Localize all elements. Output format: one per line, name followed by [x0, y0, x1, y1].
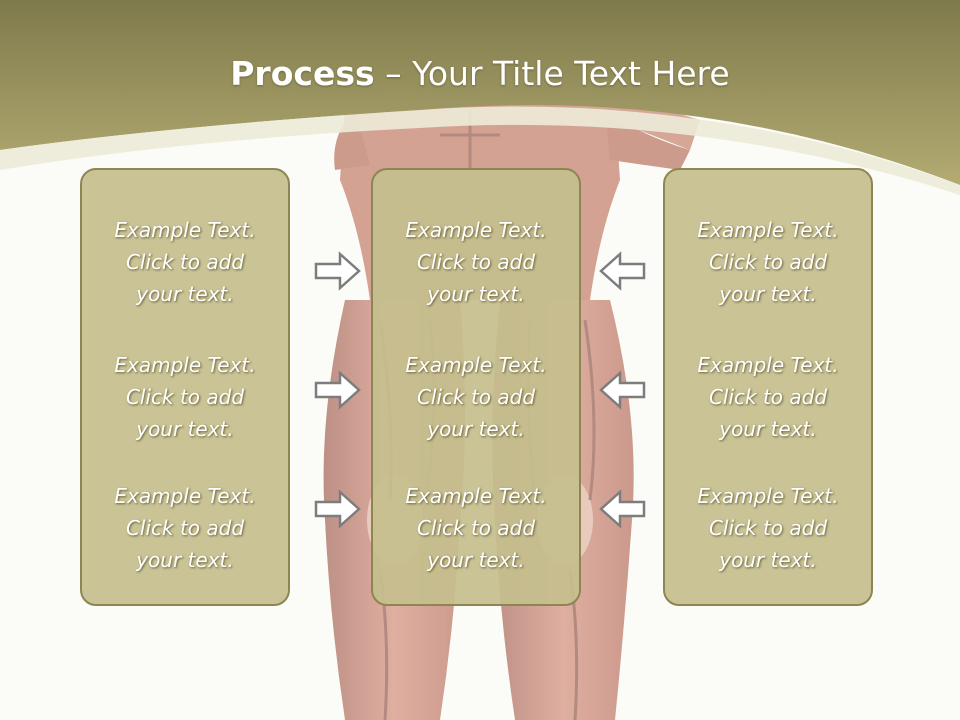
- text-line: Click to add: [708, 516, 828, 540]
- center-text-panel[interactable]: Example Text. Click to add your text. Ex…: [371, 168, 581, 606]
- text-line: Example Text.: [697, 353, 839, 377]
- text-line: your text.: [427, 548, 525, 572]
- text-block[interactable]: Example Text. Click to add your text.: [665, 214, 871, 310]
- text-line: Click to add: [416, 385, 536, 409]
- text-line: Click to add: [416, 250, 536, 274]
- text-line: your text.: [719, 417, 817, 441]
- text-block[interactable]: Example Text. Click to add your text.: [373, 349, 579, 445]
- text-line: Example Text.: [405, 353, 547, 377]
- text-line: Example Text.: [697, 484, 839, 508]
- text-block[interactable]: Example Text. Click to add your text.: [665, 480, 871, 576]
- text-line: Example Text.: [405, 484, 547, 508]
- text-line: Example Text.: [114, 484, 256, 508]
- slide-title: Process – Your Title Text Here: [0, 54, 960, 93]
- text-line: Example Text.: [114, 353, 256, 377]
- text-line: Example Text.: [114, 218, 256, 242]
- left-text-panel[interactable]: Example Text. Click to add your text. Ex…: [80, 168, 290, 606]
- text-line: Click to add: [708, 250, 828, 274]
- title-bold: Process: [230, 54, 375, 93]
- text-line: your text.: [719, 282, 817, 306]
- text-line: your text.: [719, 548, 817, 572]
- text-line: your text.: [136, 548, 234, 572]
- text-line: your text.: [136, 282, 234, 306]
- text-line: your text.: [427, 282, 525, 306]
- text-line: Click to add: [125, 516, 245, 540]
- arrow-left-icon: [599, 489, 646, 529]
- text-line: Click to add: [125, 250, 245, 274]
- arrow-right-icon: [314, 370, 361, 410]
- text-line: your text.: [427, 417, 525, 441]
- text-block[interactable]: Example Text. Click to add your text.: [82, 349, 288, 445]
- text-line: Click to add: [708, 385, 828, 409]
- text-block[interactable]: Example Text. Click to add your text.: [373, 480, 579, 576]
- header-band: [0, 0, 960, 185]
- text-line: Click to add: [416, 516, 536, 540]
- text-block[interactable]: Example Text. Click to add your text.: [82, 480, 288, 576]
- arrow-left-icon: [599, 251, 646, 291]
- arrow-right-icon: [314, 489, 361, 529]
- text-block[interactable]: Example Text. Click to add your text.: [82, 214, 288, 310]
- text-line: Click to add: [125, 385, 245, 409]
- text-line: Example Text.: [405, 218, 547, 242]
- text-line: your text.: [136, 417, 234, 441]
- header-swoosh: [0, 106, 960, 195]
- title-rest: – Your Title Text Here: [374, 54, 730, 93]
- right-text-panel[interactable]: Example Text. Click to add your text. Ex…: [663, 168, 873, 606]
- text-block[interactable]: Example Text. Click to add your text.: [373, 214, 579, 310]
- text-line: Example Text.: [697, 218, 839, 242]
- arrow-left-icon: [599, 370, 646, 410]
- arrow-right-icon: [314, 251, 361, 291]
- text-block[interactable]: Example Text. Click to add your text.: [665, 349, 871, 445]
